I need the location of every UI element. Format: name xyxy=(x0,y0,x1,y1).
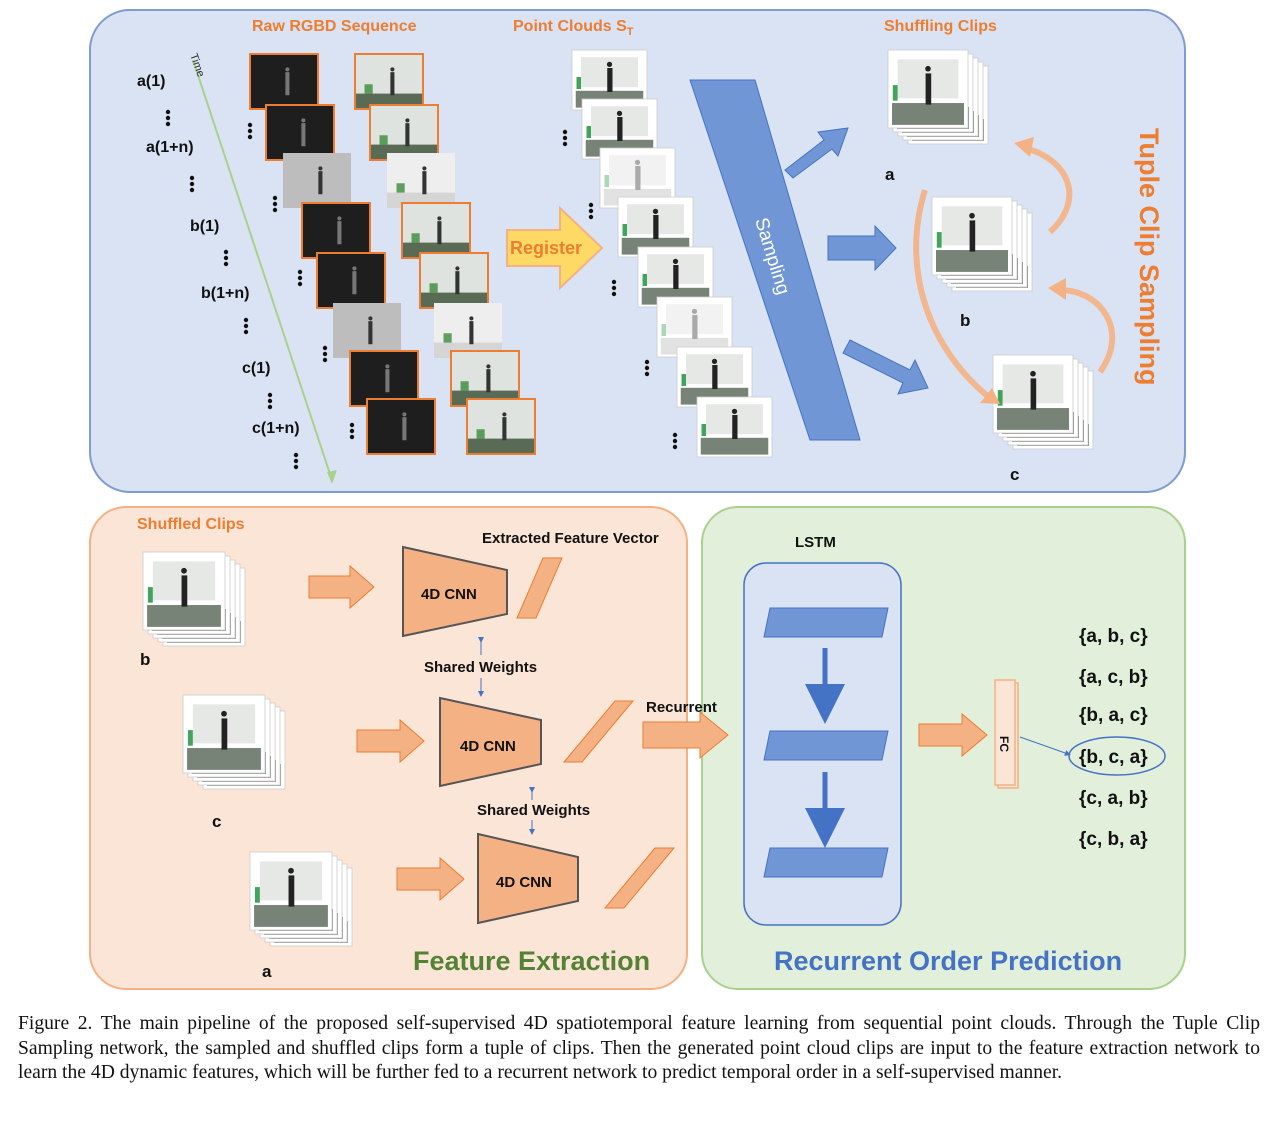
time-axis xyxy=(192,59,333,481)
feature-vectors xyxy=(516,557,676,909)
sampling-arrows xyxy=(784,127,929,395)
sequence-label: a(1) xyxy=(137,73,165,90)
shared-weights-links xyxy=(478,637,535,835)
raw-frame-pair xyxy=(283,153,455,208)
figure-caption: Figure 2. The main pipeline of the propo… xyxy=(18,1013,1260,1083)
fc-to-order-arrow xyxy=(1019,736,1071,756)
pipeline-diagram: Raw RGBD Sequence Point Clouds ST Shuffl… xyxy=(89,9,1186,990)
shared-weights-label-2: Shared Weights xyxy=(477,802,590,819)
order-candidate: {a, b, c} xyxy=(1079,626,1148,647)
clip-label: a xyxy=(262,962,272,981)
sequence-label: c(1+n) xyxy=(252,420,300,437)
shared-weights-label-1: Shared Weights xyxy=(424,659,537,676)
clip-stack-b: b xyxy=(931,196,1033,330)
recurrent-arrow xyxy=(642,710,729,760)
feature-vector-label: Extracted Feature Vector xyxy=(482,530,659,547)
sequence-label: c(1) xyxy=(242,360,270,377)
recurrent-order-title: Recurrent Order Prediction xyxy=(774,946,1122,976)
cnn-input-arrows xyxy=(308,564,465,902)
raw-frame-pair xyxy=(366,398,536,455)
feature-clip-stacks: b c a xyxy=(140,551,353,981)
feature-clip-stack-a: a xyxy=(249,851,353,981)
cnn-block-2: 4D CNN xyxy=(439,696,542,788)
shuffle-curved-arrows xyxy=(913,145,1116,401)
order-candidate: {c, b, a} xyxy=(1079,829,1148,850)
lstm-cells xyxy=(763,607,889,878)
sampling-band: Sampling xyxy=(689,79,861,441)
sequence-label: b(1) xyxy=(190,218,219,235)
order-candidates: {a, b, c} {a, c, b} {b, a, c} {b, c, a} {c, … xyxy=(1079,626,1148,850)
clip-stack-a: a xyxy=(885,49,989,184)
clip-stack-c: c xyxy=(992,354,1094,484)
point-cloud-frame xyxy=(696,396,773,458)
order-candidate: {b, c, a} xyxy=(1079,747,1148,768)
feature-clip-stack-c: c xyxy=(182,694,286,831)
svg-text:4D CNN: 4D CNN xyxy=(421,586,477,603)
point-clouds-label: Point Clouds ST xyxy=(513,18,634,38)
clip-label: c xyxy=(1010,465,1019,484)
feature-clip-stack-b: b xyxy=(140,551,246,669)
shuffled-clips-label: Shuffled Clips xyxy=(137,516,245,533)
sequence-labels: a(1) a(1+n) b(1) b(1+n) c(1) c(1+n) xyxy=(137,73,300,437)
svg-text:Register: Register xyxy=(510,238,582,258)
point-cloud-frames xyxy=(571,49,773,458)
feature-extraction-title: Feature Extraction xyxy=(413,946,650,976)
raw-rgbd-label: Raw RGBD Sequence xyxy=(252,18,417,35)
fc-layer: FC xyxy=(994,679,1019,789)
recurrent-label: Recurrent xyxy=(646,699,717,716)
sequence-label: b(1+n) xyxy=(201,285,249,302)
cnn-block-3: 4D CNN xyxy=(477,832,579,925)
svg-text:FC: FC xyxy=(997,736,1011,752)
order-candidate: {c, a, b} xyxy=(1079,788,1148,809)
raw-frames xyxy=(249,53,536,455)
svg-text:4D CNN: 4D CNN xyxy=(460,738,516,755)
cnn-block-1: 4D CNN xyxy=(402,545,508,638)
clip-label: a xyxy=(885,165,895,184)
clip-label: b xyxy=(960,311,970,330)
register-arrow: Register xyxy=(506,205,604,291)
sequence-label: a(1+n) xyxy=(146,139,194,156)
shuffled-clip-stacks: a b c xyxy=(885,49,1094,484)
tuple-clip-sampling-title: Tuple Clip Sampling xyxy=(1134,128,1164,386)
shuffling-clips-label: Shuffling Clips xyxy=(884,18,997,35)
predicted-order-highlight xyxy=(1068,736,1166,776)
sequence-ellipsis xyxy=(165,109,678,470)
order-candidate: {a, c, b} xyxy=(1079,667,1148,688)
order-candidate: {b, a, c} xyxy=(1079,705,1148,726)
shuffle-arrow-heads xyxy=(980,137,1066,404)
lstm-label: LSTM xyxy=(795,534,836,551)
clip-label: c xyxy=(212,812,221,831)
lstm-to-fc-arrow xyxy=(918,712,988,758)
clip-label: b xyxy=(140,650,150,669)
svg-text:4D CNN: 4D CNN xyxy=(496,874,552,891)
